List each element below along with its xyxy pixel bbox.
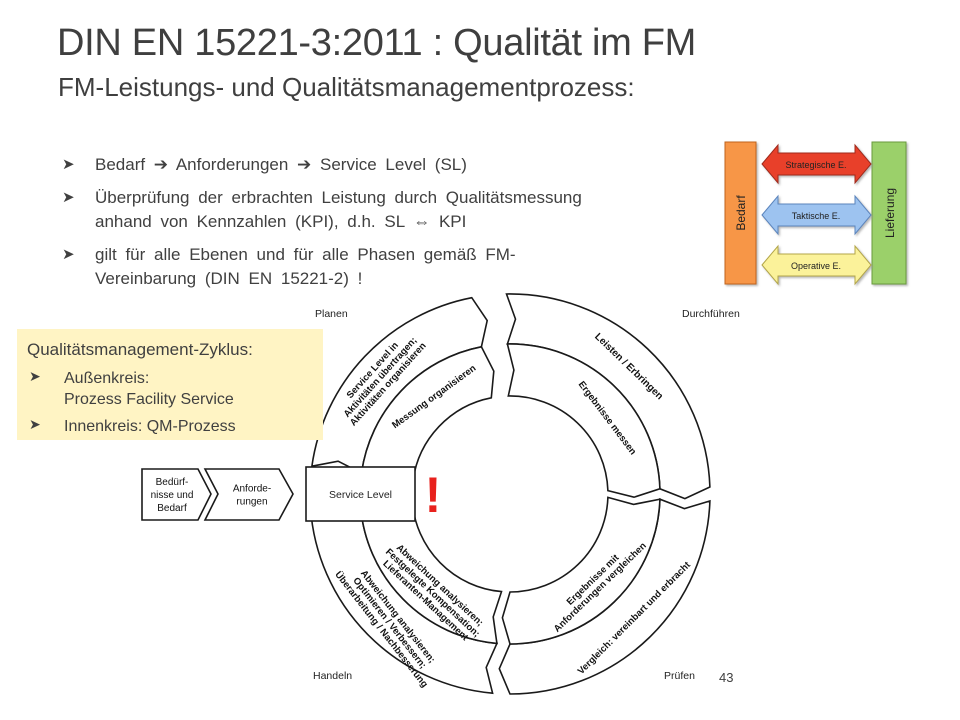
levels-diagram: Bedarf Lieferung Strategische E. Taktisc… bbox=[724, 141, 907, 286]
bullet-arrow-icon: ➤ bbox=[62, 189, 75, 206]
bedarf-label: Bedarf bbox=[734, 195, 748, 231]
input-requirements-text: Anforde-rungen bbox=[233, 484, 271, 508]
input-box-requirements bbox=[203, 468, 294, 521]
input-box-needs bbox=[141, 468, 212, 521]
bullet-item: ➤ gilt für alle Ebenen und für alle Phas… bbox=[62, 245, 516, 288]
inner-band-plan bbox=[360, 345, 495, 482]
operative-label: Operative E. bbox=[791, 261, 841, 271]
service-level-label: Service Level bbox=[329, 489, 392, 501]
quadrant-check-label: Prüfen bbox=[664, 670, 695, 682]
slide-subtitle: FM-Leistungs- und Qualitätsmanagementpro… bbox=[58, 72, 635, 102]
bullet-list: ➤ Bedarf ➔ Anforderungen ➔ Service Level… bbox=[62, 153, 682, 300]
bedarf-bar bbox=[724, 141, 757, 285]
bullet-arrow-icon: ➤ bbox=[62, 246, 75, 263]
tactical-label: Taktische E. bbox=[792, 211, 841, 221]
bullet-arrow-icon: ➤ bbox=[29, 416, 41, 432]
exclamation-mark: ! bbox=[425, 467, 442, 523]
page-number: 43 bbox=[719, 670, 734, 685]
bullet-item: ➤ Bedarf ➔ Anforderungen ➔ Service Level… bbox=[62, 153, 682, 177]
qm-box-title: Qualitätsmanagement-Zyklus: bbox=[27, 340, 253, 359]
strategic-label: Strategische E. bbox=[785, 160, 846, 170]
inner-band-do bbox=[506, 343, 661, 499]
inner-band-check bbox=[501, 496, 661, 645]
lieferung-bar bbox=[871, 141, 907, 285]
slide-title: DIN EN 15221-3:2011 : Qualität im FM bbox=[57, 22, 696, 64]
strategic-arrow bbox=[761, 143, 872, 185]
qm-cycle-box: Qualitätsmanagement-Zyklus: ➤ Außenkreis… bbox=[17, 329, 323, 440]
qm-box-item: ➤ Innenkreis: QM-Prozess bbox=[29, 416, 236, 435]
bullet-item: ➤ Überprüfung der erbrachten Leistung du… bbox=[62, 188, 582, 231]
bullet-arrow-icon: ➤ bbox=[29, 368, 41, 384]
quadrant-do-label: Durchführen bbox=[682, 308, 740, 320]
bullet-arrow-icon: ➤ bbox=[62, 156, 75, 173]
operative-arrow bbox=[761, 244, 872, 286]
lieferung-label: Lieferung bbox=[883, 188, 897, 238]
service-level-box bbox=[305, 466, 416, 522]
quadrant-act-label: Handeln bbox=[313, 670, 352, 682]
tactical-arrow bbox=[761, 194, 872, 236]
qm-box-item: ➤ Außenkreis: Prozess Facility Service bbox=[29, 368, 234, 408]
quadrant-plan-label: Planen bbox=[315, 308, 348, 320]
